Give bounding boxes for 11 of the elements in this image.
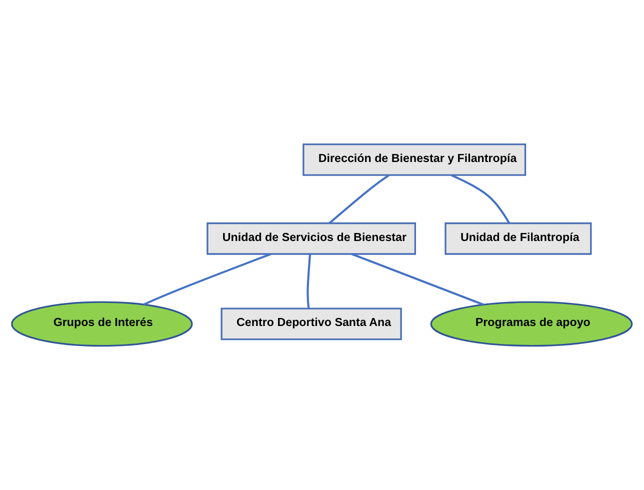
- node-box: Unidad de Filantropía: [444, 222, 592, 255]
- node-ellipse: Grupos de Interés: [11, 301, 193, 347]
- connector: [450, 174, 510, 224]
- node-ellipse: Programas de apoyo: [430, 301, 633, 347]
- node-box: Unidad de Servicios de Bienestar: [206, 222, 416, 255]
- node-box: Centro Deportivo Santa Ana: [220, 308, 402, 340]
- connector: [328, 174, 390, 224]
- node-box: Dirección de Bienestar y Filantropía: [302, 144, 526, 176]
- connector: [142, 253, 271, 306]
- connector: [352, 253, 484, 306]
- connector: [306, 254, 312, 308]
